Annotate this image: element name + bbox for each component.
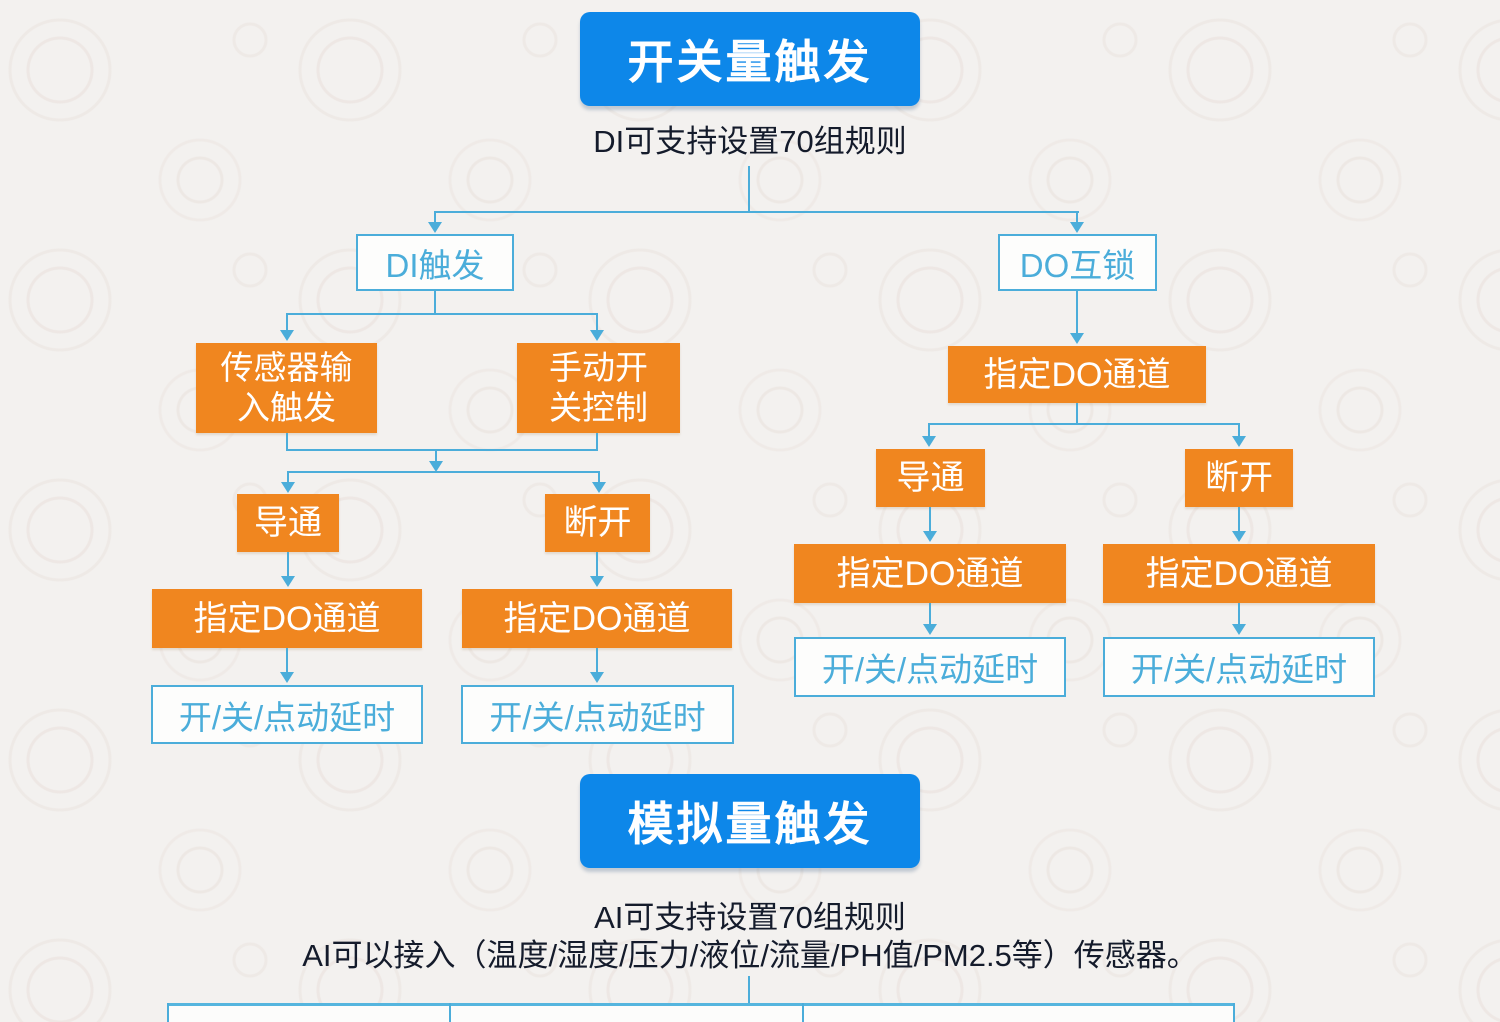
connector-line — [1076, 403, 1078, 424]
connector-line — [287, 471, 289, 482]
connector-line — [929, 603, 931, 625]
connector-line — [1238, 507, 1240, 532]
node-sensor-input-trigger: 传感器输 入触发 — [196, 343, 377, 433]
header-switch-trigger: 开关量触发 — [580, 12, 920, 106]
connector-analog-bus — [167, 1003, 1235, 1006]
header-analog-trigger: 模拟量触发 — [580, 774, 920, 868]
arrowhead-down-icon — [281, 576, 295, 587]
connector-line — [287, 552, 289, 577]
arrowhead-down-icon — [923, 531, 937, 542]
arrowhead-down-icon — [1232, 436, 1246, 447]
connector-di-drop — [434, 211, 436, 223]
node-on-right: 导通 — [876, 449, 985, 507]
arrowhead-down-icon — [590, 672, 604, 683]
connector-line — [286, 648, 288, 673]
node-delay-right-1: 开/关/点动延时 — [794, 637, 1066, 697]
node-off-right: 断开 — [1185, 449, 1293, 507]
arrowhead-down-icon — [428, 222, 442, 233]
node-delay-left-1: 开/关/点动延时 — [151, 685, 423, 744]
arrowhead-down-icon — [590, 576, 604, 587]
node-do-channel-left-1: 指定DO通道 — [152, 589, 422, 648]
connector-line — [1238, 603, 1240, 625]
connector-line — [596, 433, 598, 451]
bottom-cell-border — [802, 1003, 804, 1022]
node-do-interlock: DO互锁 — [998, 234, 1157, 291]
connector-analog-stem — [748, 976, 750, 1005]
subtitle-ai-rules: AI可支持设置70组规则 — [594, 900, 906, 935]
arrowhead-down-icon — [592, 482, 606, 493]
node-manual-switch-control: 手动开 关控制 — [517, 343, 680, 433]
node-delay-left-2: 开/关/点动延时 — [461, 685, 734, 744]
arrowhead-down-icon — [429, 461, 443, 472]
connector-root-stem — [748, 166, 750, 212]
connector-line — [596, 648, 598, 673]
connector-line — [1238, 423, 1240, 437]
connector-line — [434, 291, 436, 315]
connector-line — [928, 423, 930, 437]
connector-split-2 — [286, 313, 598, 315]
node-do-channel-right-1: 指定DO通道 — [794, 544, 1066, 603]
arrowhead-down-icon — [1070, 222, 1084, 233]
arrowhead-down-icon — [280, 672, 294, 683]
node-label: 手动开 — [549, 349, 648, 386]
node-di-trigger: DI触发 — [356, 234, 514, 291]
connector-split-1 — [434, 211, 1079, 213]
arrowhead-down-icon — [280, 330, 294, 341]
bottom-cell-border — [1233, 1003, 1235, 1022]
node-do-channel-right-2: 指定DO通道 — [1103, 544, 1375, 603]
connector-line — [596, 552, 598, 577]
connector-merge — [286, 449, 598, 451]
subtitle-di-rules: DI可支持设置70组规则 — [593, 124, 907, 159]
bottom-cell-border — [449, 1003, 451, 1022]
connector-line — [435, 449, 437, 461]
node-delay-right-2: 开/关/点动延时 — [1103, 637, 1375, 697]
connector-line — [286, 313, 288, 330]
arrowhead-down-icon — [1232, 531, 1246, 542]
arrowhead-down-icon — [1232, 624, 1246, 635]
connector-line — [929, 507, 931, 532]
node-label: 传感器输 — [220, 349, 353, 386]
node-on-left: 导通 — [237, 494, 339, 552]
node-off-left: 断开 — [545, 494, 650, 552]
connector-line — [1076, 291, 1078, 334]
arrowhead-down-icon — [1070, 333, 1084, 344]
connector-line — [598, 471, 600, 482]
connector-split-3 — [287, 471, 600, 473]
bottom-cells-background — [169, 1006, 1233, 1022]
node-label: 关控制 — [549, 389, 648, 426]
arrowhead-down-icon — [281, 482, 295, 493]
arrowhead-down-icon — [922, 436, 936, 447]
connector-line — [286, 433, 288, 451]
arrowhead-down-icon — [590, 330, 604, 341]
node-do-channel-top: 指定DO通道 — [948, 346, 1206, 403]
node-label: 入触发 — [237, 389, 336, 426]
bottom-cell-border — [167, 1003, 169, 1022]
arrowhead-down-icon — [923, 624, 937, 635]
connector-split-4 — [928, 423, 1240, 425]
connector-do-drop — [1076, 211, 1078, 223]
subtitle-ai-sensors: AI可以接入（温度/湿度/压力/液位/流量/PH值/PM2.5等）传感器。 — [302, 938, 1198, 973]
node-do-channel-left-2: 指定DO通道 — [462, 589, 732, 648]
connector-line — [596, 313, 598, 330]
